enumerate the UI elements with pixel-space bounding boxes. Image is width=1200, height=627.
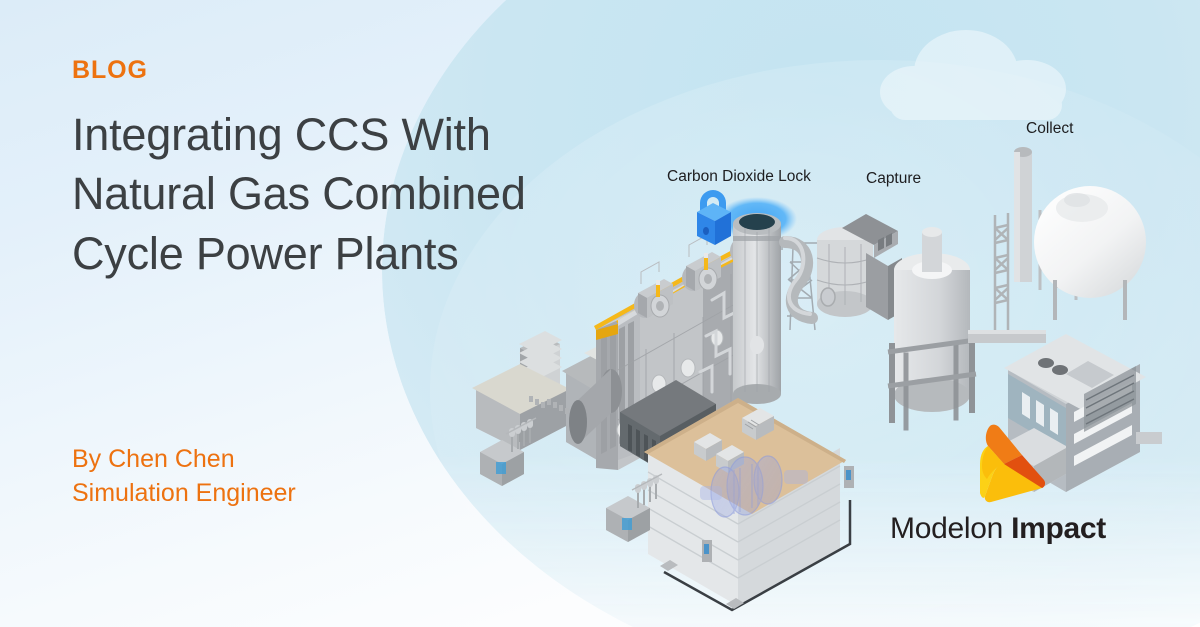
logo-word-impact: Impact bbox=[1011, 512, 1106, 545]
author-role: Simulation Engineer bbox=[72, 478, 296, 507]
turbine-ghost-graphic bbox=[700, 455, 808, 518]
author-byline: By Chen Chen Simulation Engineer bbox=[72, 443, 296, 510]
modelon-impact-logo: Modelon Impact bbox=[878, 424, 1118, 554]
transformer-right bbox=[606, 473, 663, 542]
capture-section bbox=[816, 214, 1046, 431]
label-collect: Collect bbox=[1026, 120, 1074, 137]
logo-wordmark: Modelon Impact bbox=[878, 512, 1118, 546]
main-stack bbox=[717, 197, 797, 404]
cloud-shape bbox=[880, 28, 1070, 120]
blog-kicker: BLOG bbox=[72, 56, 148, 84]
transformer-left bbox=[480, 417, 537, 486]
collect-section bbox=[993, 147, 1162, 492]
hero-text-column: BLOG Integrating CCS With Natural Gas Co… bbox=[72, 58, 592, 283]
modelon-triangle-mark bbox=[980, 424, 1046, 503]
page-title: Integrating CCS With Natural Gas Combine… bbox=[72, 109, 526, 279]
steam-turbine-hall bbox=[606, 380, 854, 612]
padlock-icon bbox=[697, 190, 731, 245]
label-carbon-dioxide-lock: Carbon Dioxide Lock bbox=[667, 168, 811, 185]
author-name: By Chen Chen bbox=[72, 445, 235, 473]
co2-transfer-pipe-highlight bbox=[783, 236, 812, 316]
logo-word-modelon: Modelon bbox=[890, 512, 1004, 545]
label-capture: Capture bbox=[866, 170, 922, 187]
